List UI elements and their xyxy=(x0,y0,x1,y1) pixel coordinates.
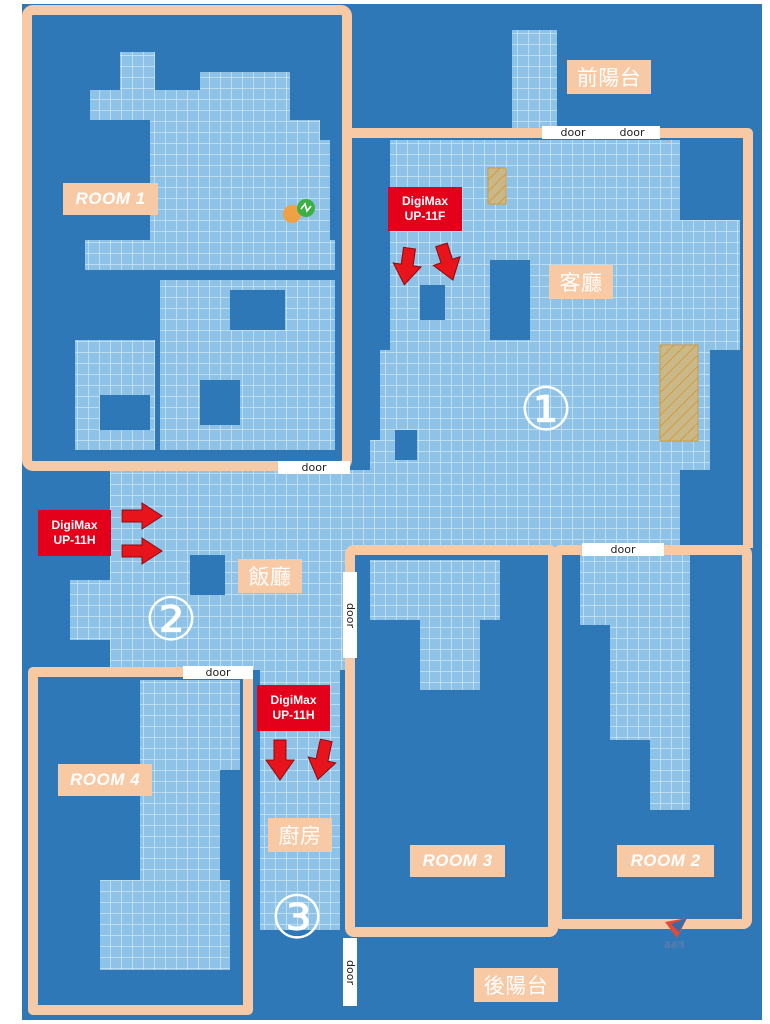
back-balcony-label: 後陽台 xyxy=(474,968,558,1002)
room4-wall xyxy=(28,667,253,1015)
zone-number-3: ③ xyxy=(270,883,324,953)
room4-label: ROOM 4 xyxy=(58,764,152,796)
arrow-down-icon xyxy=(307,738,337,781)
watermark-text: 鑫部落 xyxy=(664,941,685,949)
room2-label: ROOM 2 xyxy=(617,845,714,877)
watermark-logo-icon xyxy=(665,918,687,938)
device-label-dining: DigiMax UP-11H xyxy=(38,510,111,556)
door-marker: door xyxy=(343,938,357,1006)
arrow-down-icon xyxy=(392,246,423,286)
living-wall xyxy=(352,128,753,548)
room3-label: ROOM 3 xyxy=(410,845,505,877)
airflow-arrows xyxy=(121,242,461,781)
device-label-living: DigiMax UP-11F xyxy=(388,187,462,231)
dining-room-label: 飯廳 xyxy=(238,559,302,593)
device-model: UP-11F xyxy=(404,209,446,223)
obstacles xyxy=(100,260,530,595)
front-balcony-label: 前陽台 xyxy=(567,60,651,94)
room1-wall xyxy=(22,5,352,471)
door-marker: door xyxy=(604,126,660,139)
door-marker: door xyxy=(343,572,357,658)
living-room-label: 客廳 xyxy=(549,265,613,299)
hatched-furniture xyxy=(659,344,699,442)
device-model: UP-11H xyxy=(272,708,315,722)
arrow-right-icon xyxy=(121,537,163,565)
device-label-kitchen: DigiMax UP-11H xyxy=(257,685,330,731)
arrow-right-icon xyxy=(121,502,163,530)
hatched-furniture xyxy=(487,167,507,205)
door-marker: door xyxy=(278,461,350,474)
device-name: DigiMax xyxy=(401,194,448,208)
arrow-down-icon xyxy=(265,739,295,781)
robot-position-icon xyxy=(283,205,301,223)
room1-label: ROOM 1 xyxy=(63,183,158,215)
door-marker: door xyxy=(582,543,664,556)
arrow-down-icon xyxy=(432,242,461,281)
device-name: DigiMax xyxy=(51,518,98,532)
zone-number-1: ① xyxy=(519,375,573,445)
device-model: UP-11H xyxy=(53,533,96,547)
door-marker: door xyxy=(183,666,253,679)
device-name: DigiMax xyxy=(270,693,317,707)
kitchen-label: 廚房 xyxy=(268,818,332,852)
door-marker: door xyxy=(542,126,604,139)
zone-number-2: ② xyxy=(144,585,198,655)
